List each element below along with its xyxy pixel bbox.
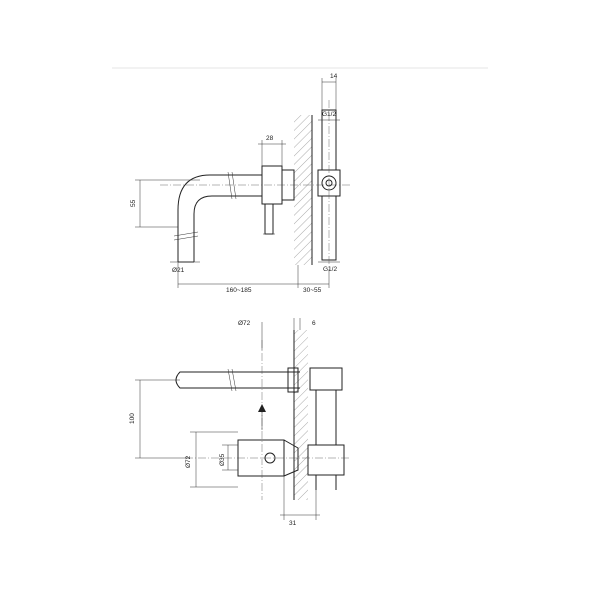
dim-phi72: Ø72 <box>185 455 192 468</box>
wall-hatch-top <box>294 115 312 265</box>
dim-phi72-top: Ø72 <box>238 320 251 327</box>
dim-14: 14 <box>330 73 338 80</box>
top-view: 14 G1/2 28 55 Ø21 G1/2 160~185 30~55 <box>130 73 350 294</box>
spout-side <box>175 371 300 389</box>
dim-31: 31 <box>289 520 297 527</box>
dim-28: 28 <box>266 135 274 142</box>
side-view: Ø72 6 100 Ø72 Ø35 31 <box>129 318 350 527</box>
dim-30-55: 30~55 <box>303 287 322 294</box>
dim-g12-bottom: G1/2 <box>323 266 337 273</box>
dim-160-185: 160~185 <box>226 287 252 294</box>
dim-g12-top: G1/2 <box>322 111 336 118</box>
dim-phi21: Ø21 <box>172 267 185 274</box>
dim-phi35: Ø35 <box>219 453 226 466</box>
lever-top <box>264 203 274 235</box>
dim-6: 6 <box>312 320 316 327</box>
dim-100: 100 <box>129 413 136 424</box>
dim-55: 55 <box>130 199 137 207</box>
spout-pipe <box>177 174 262 262</box>
wall-hatch-side <box>294 330 308 500</box>
